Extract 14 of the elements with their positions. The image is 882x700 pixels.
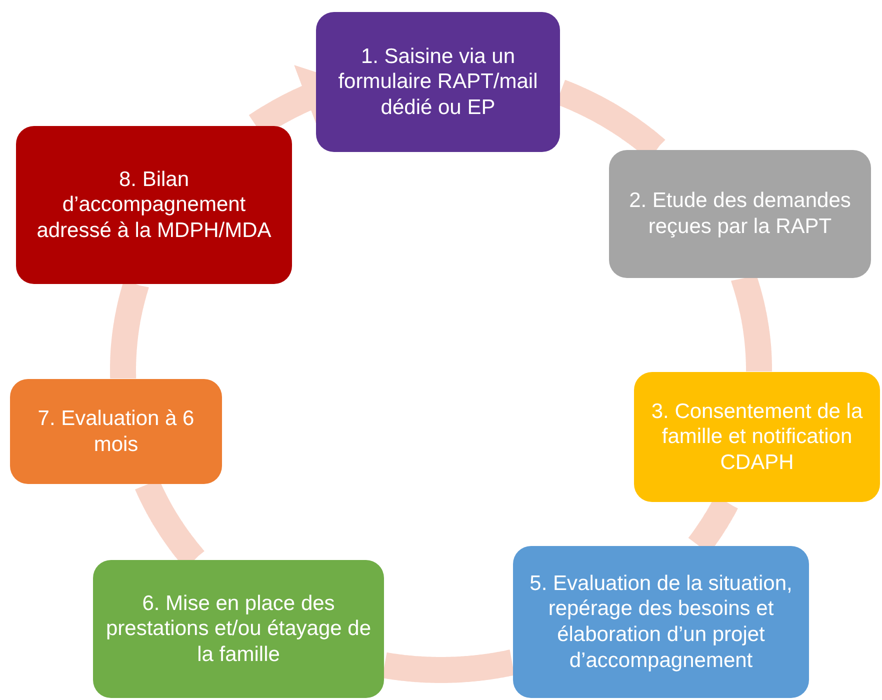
step-box [609, 150, 871, 278]
step-label: 6. Mise en place des prestations et/ou étayage de la famille [105, 590, 372, 668]
step-box [93, 560, 384, 698]
step-label: 8. Bilan d’accompagnement adressé à la MDPH/MDA [36, 166, 272, 244]
step-label: 1. Saisine via un formulaire RAPT/mail dédié ou EP [337, 44, 539, 120]
step-box [316, 12, 560, 152]
step-box [16, 126, 292, 284]
step-box [513, 546, 809, 698]
step-label: 7. Evaluation à 6 mois [36, 406, 196, 458]
step-label: 5. Evaluation de la situation, repérage des besoins et élaboration d’un projet d’accompagnement [528, 570, 794, 674]
step-label: 2. Etude des demandes reçues par la RAPT [628, 188, 852, 240]
step-label: 3. Consentement de la famille et notification CDAPH [650, 398, 864, 476]
step-box [10, 379, 222, 484]
step-box [634, 372, 880, 502]
